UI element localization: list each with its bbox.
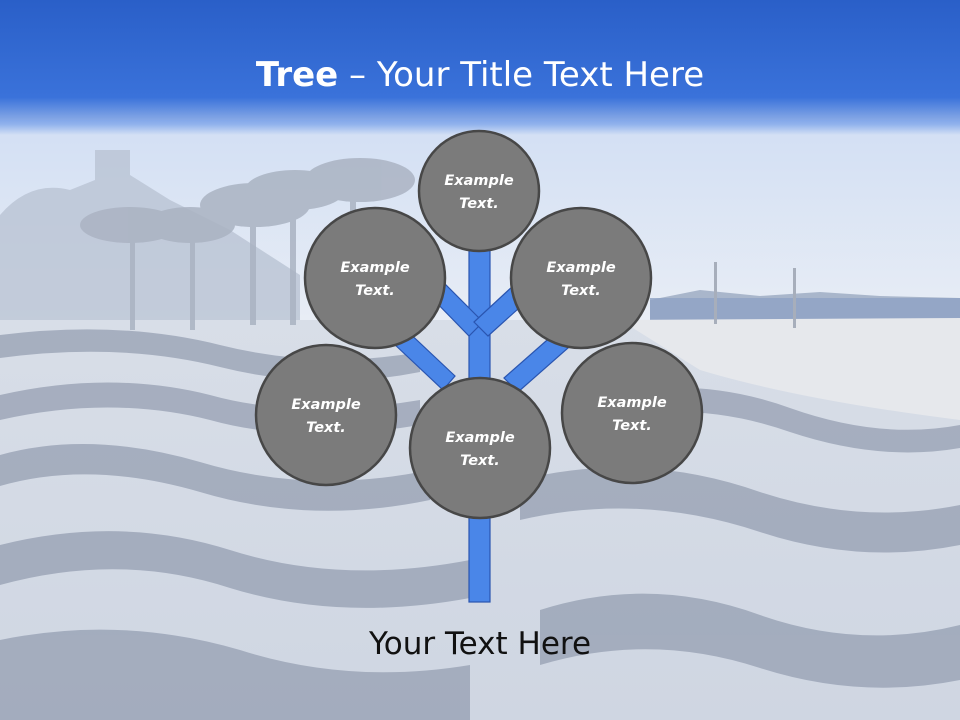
node-label-line1: Example: [340, 260, 410, 276]
node-label-line2: Text.: [355, 283, 395, 299]
title-bar: [0, 0, 960, 135]
slide-title: Tree – Your Title Text Here: [0, 52, 960, 98]
node-label-line1: Example: [444, 173, 514, 189]
title-dash: –: [338, 55, 377, 95]
node-label-line2: Text.: [459, 196, 499, 212]
node-label-line1: Example: [291, 397, 361, 413]
node-circle: [417, 129, 541, 253]
title-bold: Tree: [255, 55, 339, 95]
node-circle: [509, 206, 653, 350]
tree-nodes: ExampleText.ExampleText.ExampleText.Exam…: [254, 129, 704, 520]
node-circle: [560, 341, 704, 485]
node-label-line1: Example: [445, 430, 515, 446]
footer-text: Your Text Here: [368, 626, 592, 662]
node-label-line2: Text.: [561, 283, 601, 299]
node-label-line2: Text.: [306, 420, 346, 436]
node-label-line2: Text.: [612, 418, 652, 434]
node-circle: [408, 376, 552, 520]
title-rest: Your Title Text Here: [376, 55, 705, 95]
node-label-line1: Example: [546, 260, 616, 276]
node-label-line1: Example: [597, 395, 667, 411]
node-circle: [254, 343, 398, 487]
node-circle: [303, 206, 447, 350]
node-label-line2: Text.: [460, 453, 500, 469]
